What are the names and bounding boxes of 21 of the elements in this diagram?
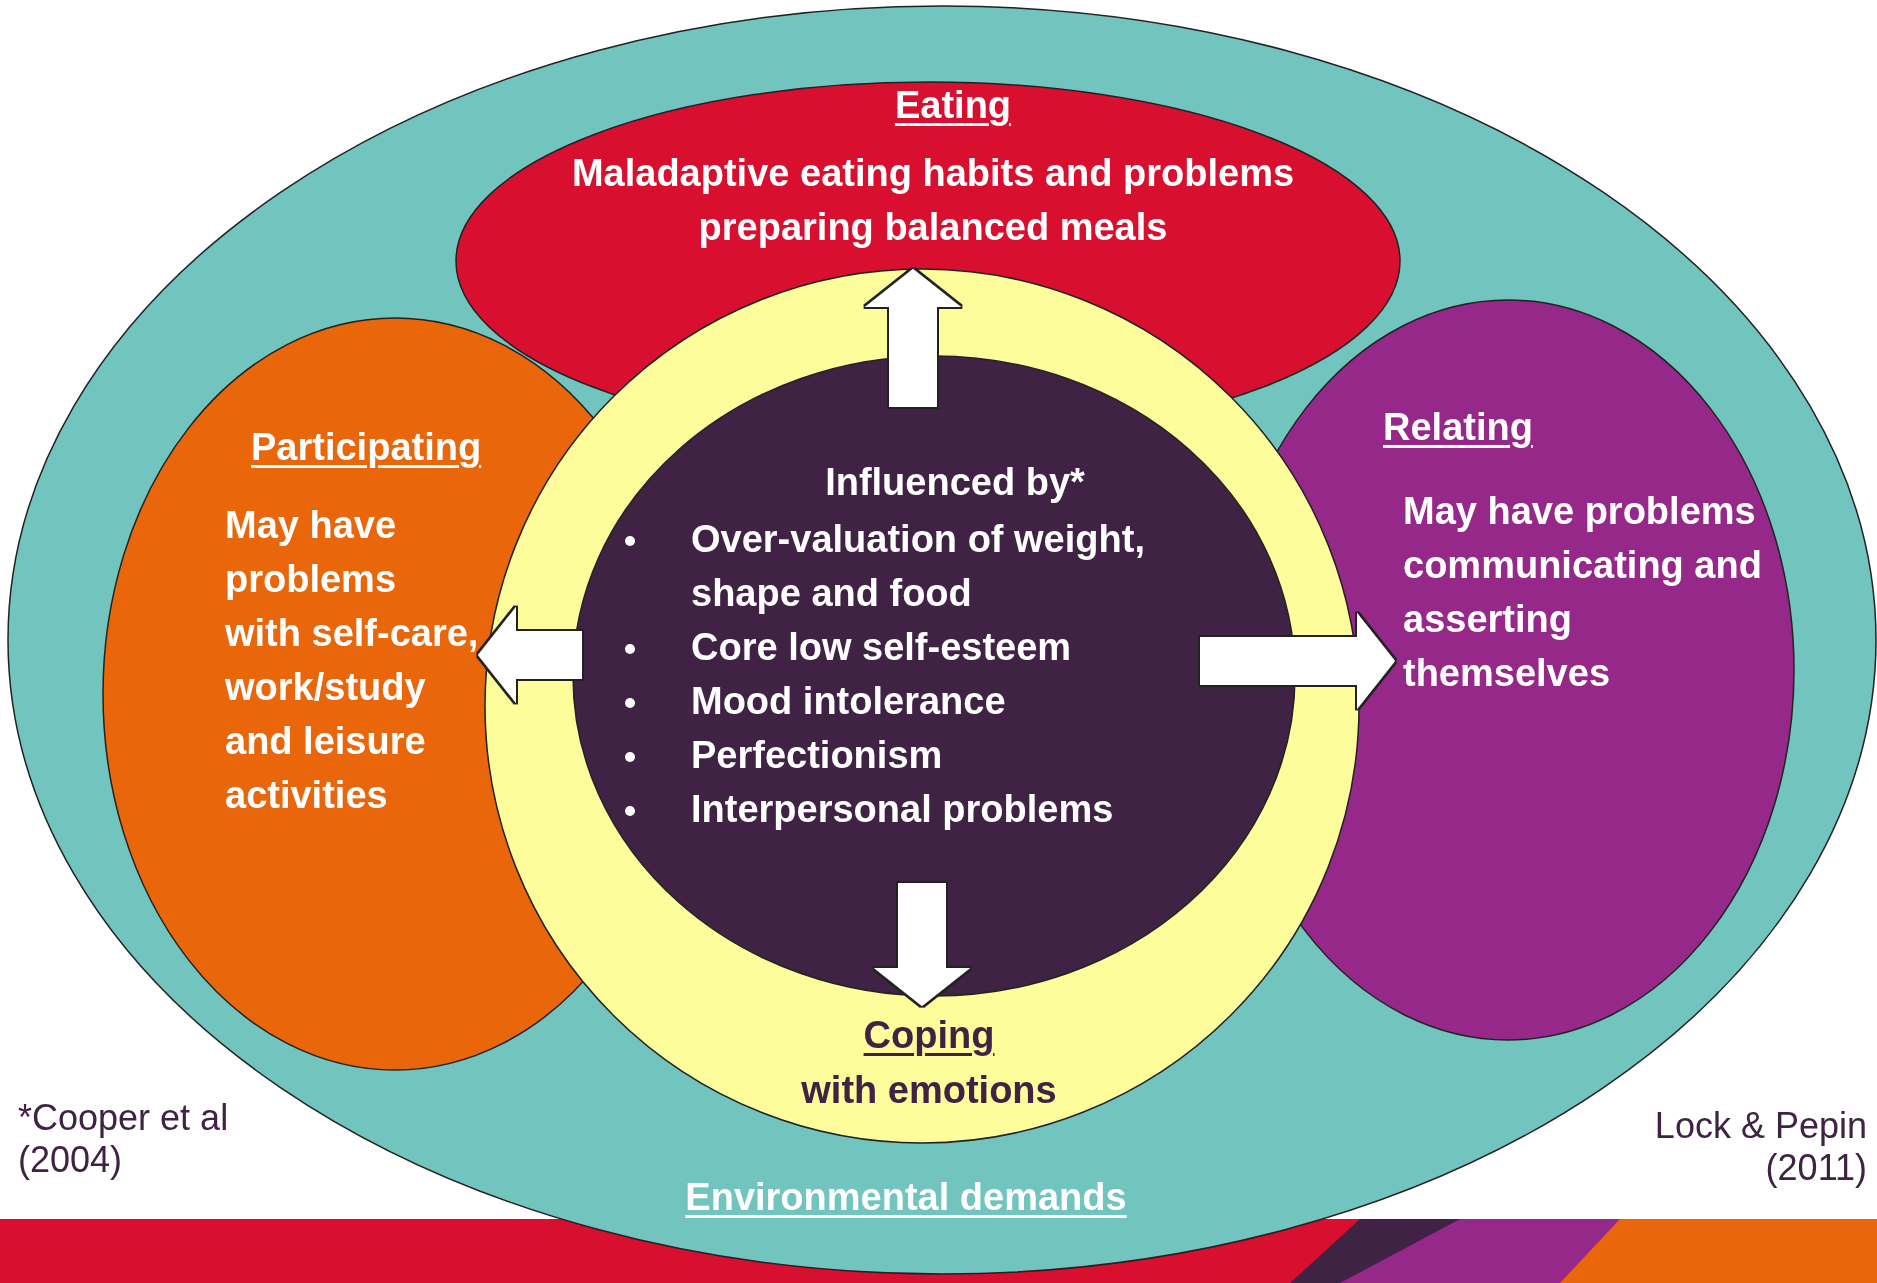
- list-item: Over-valuation of weight, shape and food: [691, 517, 1146, 616]
- section-heading: Coping: [863, 1013, 995, 1058]
- list-item: Mood intolerance: [691, 679, 1007, 724]
- description-text: with emotions: [801, 1068, 1057, 1113]
- citation-text: Lock & Pepin (2011): [1653, 1105, 1867, 1189]
- block-arrow: [1200, 613, 1395, 709]
- list-item: Perfectionism: [691, 733, 944, 778]
- description-text: May have problems with self-care, work/study and leisure activities: [225, 503, 480, 818]
- section-heading: Environmental demands: [685, 1175, 1127, 1220]
- block-arrow: [478, 607, 582, 703]
- section-heading: Eating: [894, 83, 1012, 128]
- description-text: May have problems communicating and asserting themselves: [1403, 489, 1763, 696]
- description-text: Maladaptive eating habits and problems preparing balanced meals: [570, 151, 1296, 250]
- section-heading: Participating: [251, 425, 482, 470]
- block-arrow: [865, 269, 961, 407]
- list-item: Interpersonal problems: [691, 787, 1115, 832]
- section-heading: Relating: [1383, 405, 1533, 450]
- description-text: Influenced by*: [825, 460, 1085, 505]
- block-arrow: [874, 883, 970, 1006]
- list-item: Core low self-esteem: [691, 625, 1073, 670]
- citation-text: *Cooper et al (2004): [18, 1097, 230, 1181]
